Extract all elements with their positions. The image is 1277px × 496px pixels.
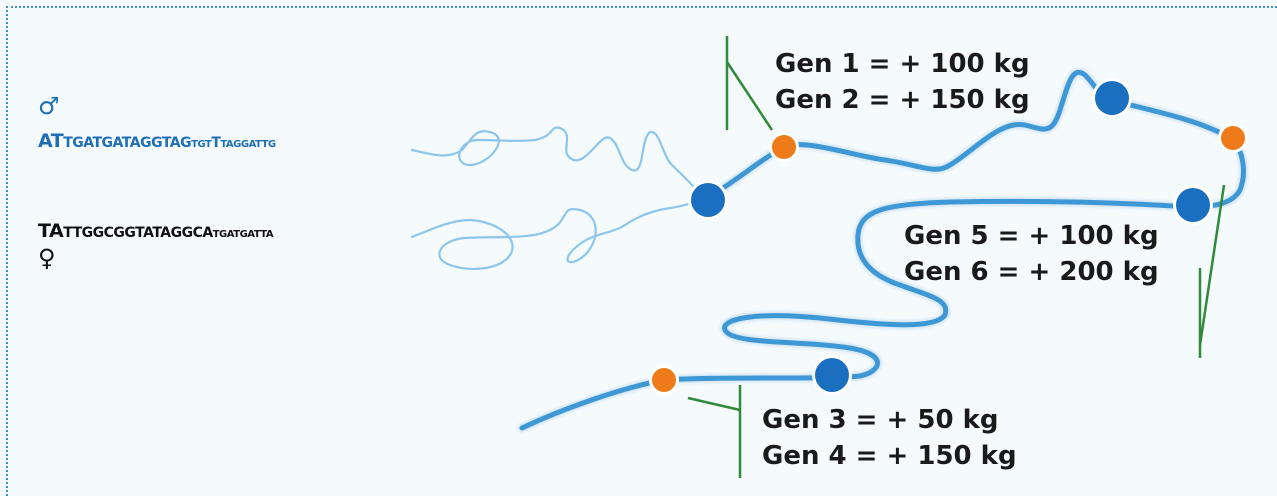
female-sequence-fragment: TA [38,220,64,242]
gen-label-group-3: Gen 3 = + 50 kg Gen 4 = + 150 kg [762,402,1017,474]
bracket-gen-5-6 [1198,184,1226,358]
female-sequence-fragment: TTGG [63,225,104,241]
male-sequence-fragment: AT [38,130,64,152]
female-thin-strand [410,196,706,270]
node-orange-2 [1218,123,1248,153]
male-sequence-fragment: T [211,135,221,151]
female-sequence-fragment: TGAT [212,229,240,240]
node-orange-3 [649,365,679,395]
male-symbol: ♂ [38,92,60,120]
female-dna-sequence: TATTGGCGGTATAGGCATGATGATTA [38,220,274,242]
bracket-gen-3-4 [687,385,742,478]
male-thin-strand [410,126,706,200]
dotted-frame [6,6,1277,496]
male-sequence-fragment: TAG [161,135,192,151]
gen-6-label: Gen 6 = + 200 kg [904,257,1159,287]
gen-2-label: Gen 2 = + 150 kg [775,85,1030,115]
female-sequence-fragment: GATTA [239,229,274,240]
main-strand [519,70,1246,431]
female-sequence-fragment: ATAGG [143,225,193,241]
gen-3-label: Gen 3 = + 50 kg [762,405,999,435]
gen-4-label: Gen 4 = + 150 kg [762,441,1017,471]
node-blue-2 [1092,78,1132,118]
male-dna-sequence: ATTGATGATAGGTAGTGTTTAGGATTG [38,130,276,152]
male-sequence-fragment: TGT [191,139,212,150]
male-sequence-fragment: ATTG [248,139,277,150]
female-sequence-fragment: CGGT [103,225,144,241]
node-blue-1 [688,180,728,220]
node-blue-4 [812,355,852,395]
male-sequence-fragment: TAGG [220,139,249,150]
bracket-gen-1-2 [725,36,774,131]
female-sequence-fragment: CA [192,225,214,241]
gen-label-group-2: Gen 5 = + 100 kg Gen 6 = + 200 kg [904,218,1159,290]
male-sequence-fragment: TGAT [63,135,102,151]
female-symbol: ♀ [38,244,56,272]
gen-label-group-1: Gen 1 = + 100 kg Gen 2 = + 150 kg [775,46,1030,118]
gen-5-label: Gen 5 = + 100 kg [904,221,1159,251]
male-sequence-fragment: GATAGG [101,135,163,151]
node-orange-1 [769,132,799,162]
gen-1-label: Gen 1 = + 100 kg [775,49,1030,79]
node-blue-3 [1173,185,1213,225]
